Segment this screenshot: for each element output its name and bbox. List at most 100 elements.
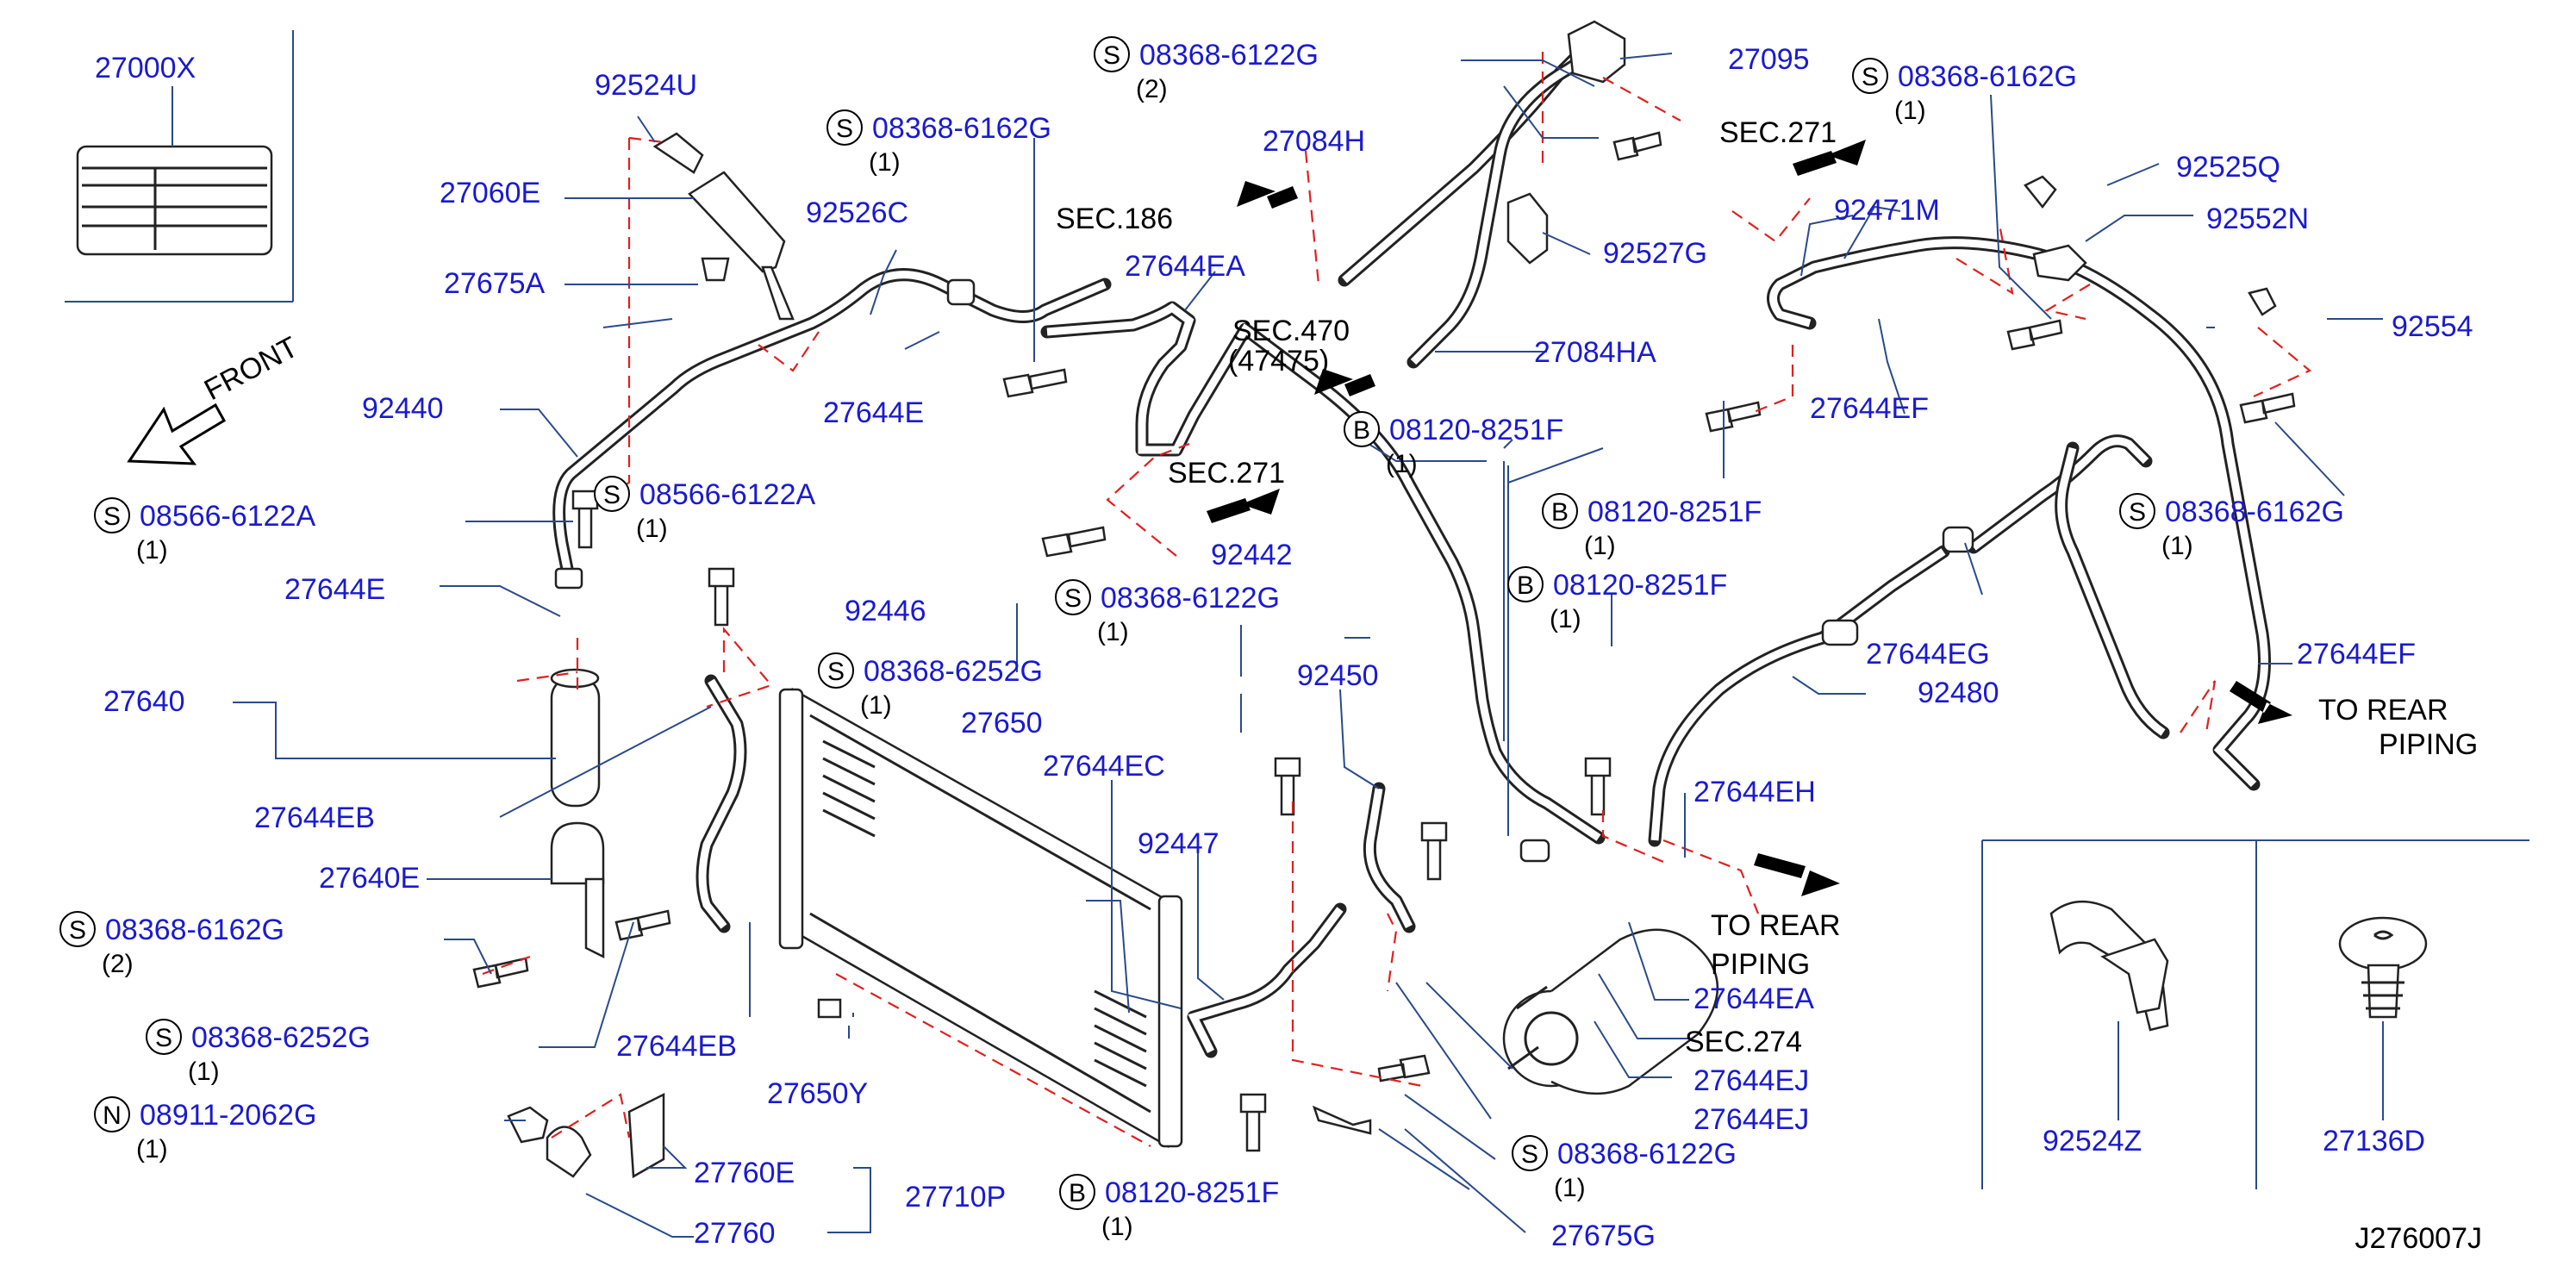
clip-inset-frame [1981, 839, 2529, 1189]
fastener-quantity: (1) [1550, 605, 1581, 633]
fastener-quantity: (1) [1894, 97, 1926, 125]
fastener-part-number: 08368-6162G [2165, 496, 2344, 528]
fastener-quantity: (1) [860, 691, 892, 720]
part-label-27084ha: 27084HA [1534, 336, 1656, 369]
part-label-92527g: 92527G [1603, 237, 1707, 270]
fastener-quantity: (2) [102, 950, 134, 978]
fastener-quantity: (1) [136, 1135, 168, 1164]
section-reference: (47475) [1228, 345, 1329, 377]
fastener-quantity: (1) [2161, 532, 2193, 560]
part-label-27644eh: 27644EH [1693, 776, 1816, 808]
fastener-badge-letter: B [1353, 416, 1370, 445]
fastener-badge-circle [94, 1096, 130, 1132]
fastener-badge-letter: S [103, 502, 121, 531]
part-label-27644e: 27644E [284, 573, 385, 606]
fastener-badge-letter: B [1517, 571, 1534, 600]
fastener-part-number: 08566-6122A [140, 500, 316, 533]
part-label-27644ef: 27644EF [2297, 638, 2416, 671]
section-reference: SEC.186 [1056, 203, 1173, 235]
small-parts [507, 132, 2277, 1179]
part-label-27060e: 27060E [440, 177, 540, 209]
part-label-27136d: 27136D [2323, 1125, 2425, 1157]
fastener-badge-circle [1344, 411, 1380, 447]
part-label-92480: 92480 [1918, 677, 1999, 709]
part-label-27644ec: 27644EC [1043, 750, 1165, 783]
part-label-92524u: 92524U [595, 69, 697, 102]
fastener-part-number: 08368-6122G [1101, 582, 1280, 615]
fastener-part-number: 08911-2062G [140, 1099, 316, 1132]
section-reference: SEC.271 [1719, 116, 1837, 149]
to-rear-piping-note: TO REAR [1711, 909, 1841, 942]
label-inset-frame [65, 30, 294, 303]
part-label-27640: 27640 [103, 685, 185, 718]
part-label-27644ea: 27644EA [1125, 250, 1245, 283]
compressor-sec274 [1502, 928, 1719, 1095]
fastener-badge-circle [1055, 579, 1091, 615]
part-label-92442: 92442 [1211, 539, 1293, 571]
fastener-badge-circle [594, 476, 630, 512]
fastener-quantity: (1) [1584, 532, 1616, 560]
fastener-badge-circle [1512, 1135, 1548, 1171]
part-label-27640e: 27640E [319, 862, 420, 895]
diagram-code: J276007J [2355, 1222, 2482, 1255]
fastener-badge-letter: S [155, 1024, 172, 1052]
section-reference: SEC.470 [1232, 315, 1350, 347]
part-label-27644eb: 27644EB [616, 1030, 737, 1063]
part-label-27675a: 27675A [444, 267, 546, 300]
section-reference: SEC.271 [1168, 457, 1285, 490]
fastener-badge-circle [59, 911, 96, 947]
hose-92480 [1648, 526, 1974, 847]
fastener-badge-letter: S [1064, 584, 1082, 613]
front-arrow-icon [127, 402, 227, 465]
fastener-badge-letter: S [836, 115, 853, 143]
fastener-badge-circle [146, 1019, 182, 1055]
part-label-27650y: 27650Y [767, 1077, 868, 1110]
fastener-part-number: 08368-6162G [872, 112, 1051, 145]
to-rear-piping-note: TO REAR [2318, 694, 2448, 727]
part-label-92554: 92554 [2392, 310, 2473, 343]
part-label-92526c: 92526C [806, 197, 908, 229]
to-rear-piping-note: PIPING [1711, 948, 1810, 981]
fastener-quantity: (2) [1136, 75, 1168, 103]
fastener-badge-letter: B [1069, 1179, 1086, 1207]
fastener-badge-circle [1542, 493, 1578, 529]
fastener-part-number: 08120-8251F [1105, 1176, 1279, 1209]
fastener-badge-circle [2119, 493, 2155, 529]
fastener-part-number: 08368-6252G [864, 655, 1043, 688]
fastener-badge-circle [94, 497, 130, 533]
pipe-92450 [1363, 782, 1416, 933]
fastener-badge-letter: S [1103, 41, 1120, 70]
part-label-27644e: 27644E [823, 396, 924, 429]
fastener-part-number: 08120-8251F [1553, 569, 1727, 602]
part-label-27644ef: 27644EF [1810, 392, 1929, 425]
fastener-part-number: 08368-6252G [191, 1021, 371, 1054]
part-label-27095: 27095 [1728, 43, 1810, 76]
fastener-quantity: (1) [1554, 1174, 1586, 1202]
fastener-badge-letter: N [103, 1101, 122, 1130]
part-label-27644ej: 27644EJ [1693, 1103, 1809, 1136]
hose-27084H [1338, 20, 1626, 369]
front-direction-label: FRONT [199, 331, 303, 408]
part-label-27650: 27650 [961, 707, 1043, 739]
part-label-92446: 92446 [845, 595, 926, 627]
fastener-badge-letter: S [603, 481, 621, 509]
pipe-92440 [552, 268, 1112, 590]
fastener-badge-circle [1094, 36, 1130, 72]
fastener-quantity: (1) [636, 515, 668, 543]
part-label-27644eb: 27644EB [254, 802, 375, 834]
part-label-92552n: 92552N [2206, 203, 2309, 235]
part-label-92525q: 92525Q [2176, 151, 2280, 184]
part-label-92524z: 92524Z [2043, 1125, 2142, 1157]
arrow-icon [1207, 140, 2292, 896]
part-label-27644ea: 27644EA [1693, 983, 1814, 1015]
fastener-quantity: (1) [1386, 450, 1418, 478]
fastener-badge-letter: S [827, 658, 845, 686]
fastener-quantity: (1) [1097, 618, 1129, 646]
leader-lines [233, 53, 2383, 1238]
part-label-27084h: 27084H [1263, 125, 1365, 158]
fastener-badge-letter: S [2129, 498, 2146, 527]
fastener-quantity: (1) [869, 148, 901, 177]
fastener-quantity: (1) [1101, 1213, 1133, 1241]
condenser-27650 [778, 687, 1183, 1149]
